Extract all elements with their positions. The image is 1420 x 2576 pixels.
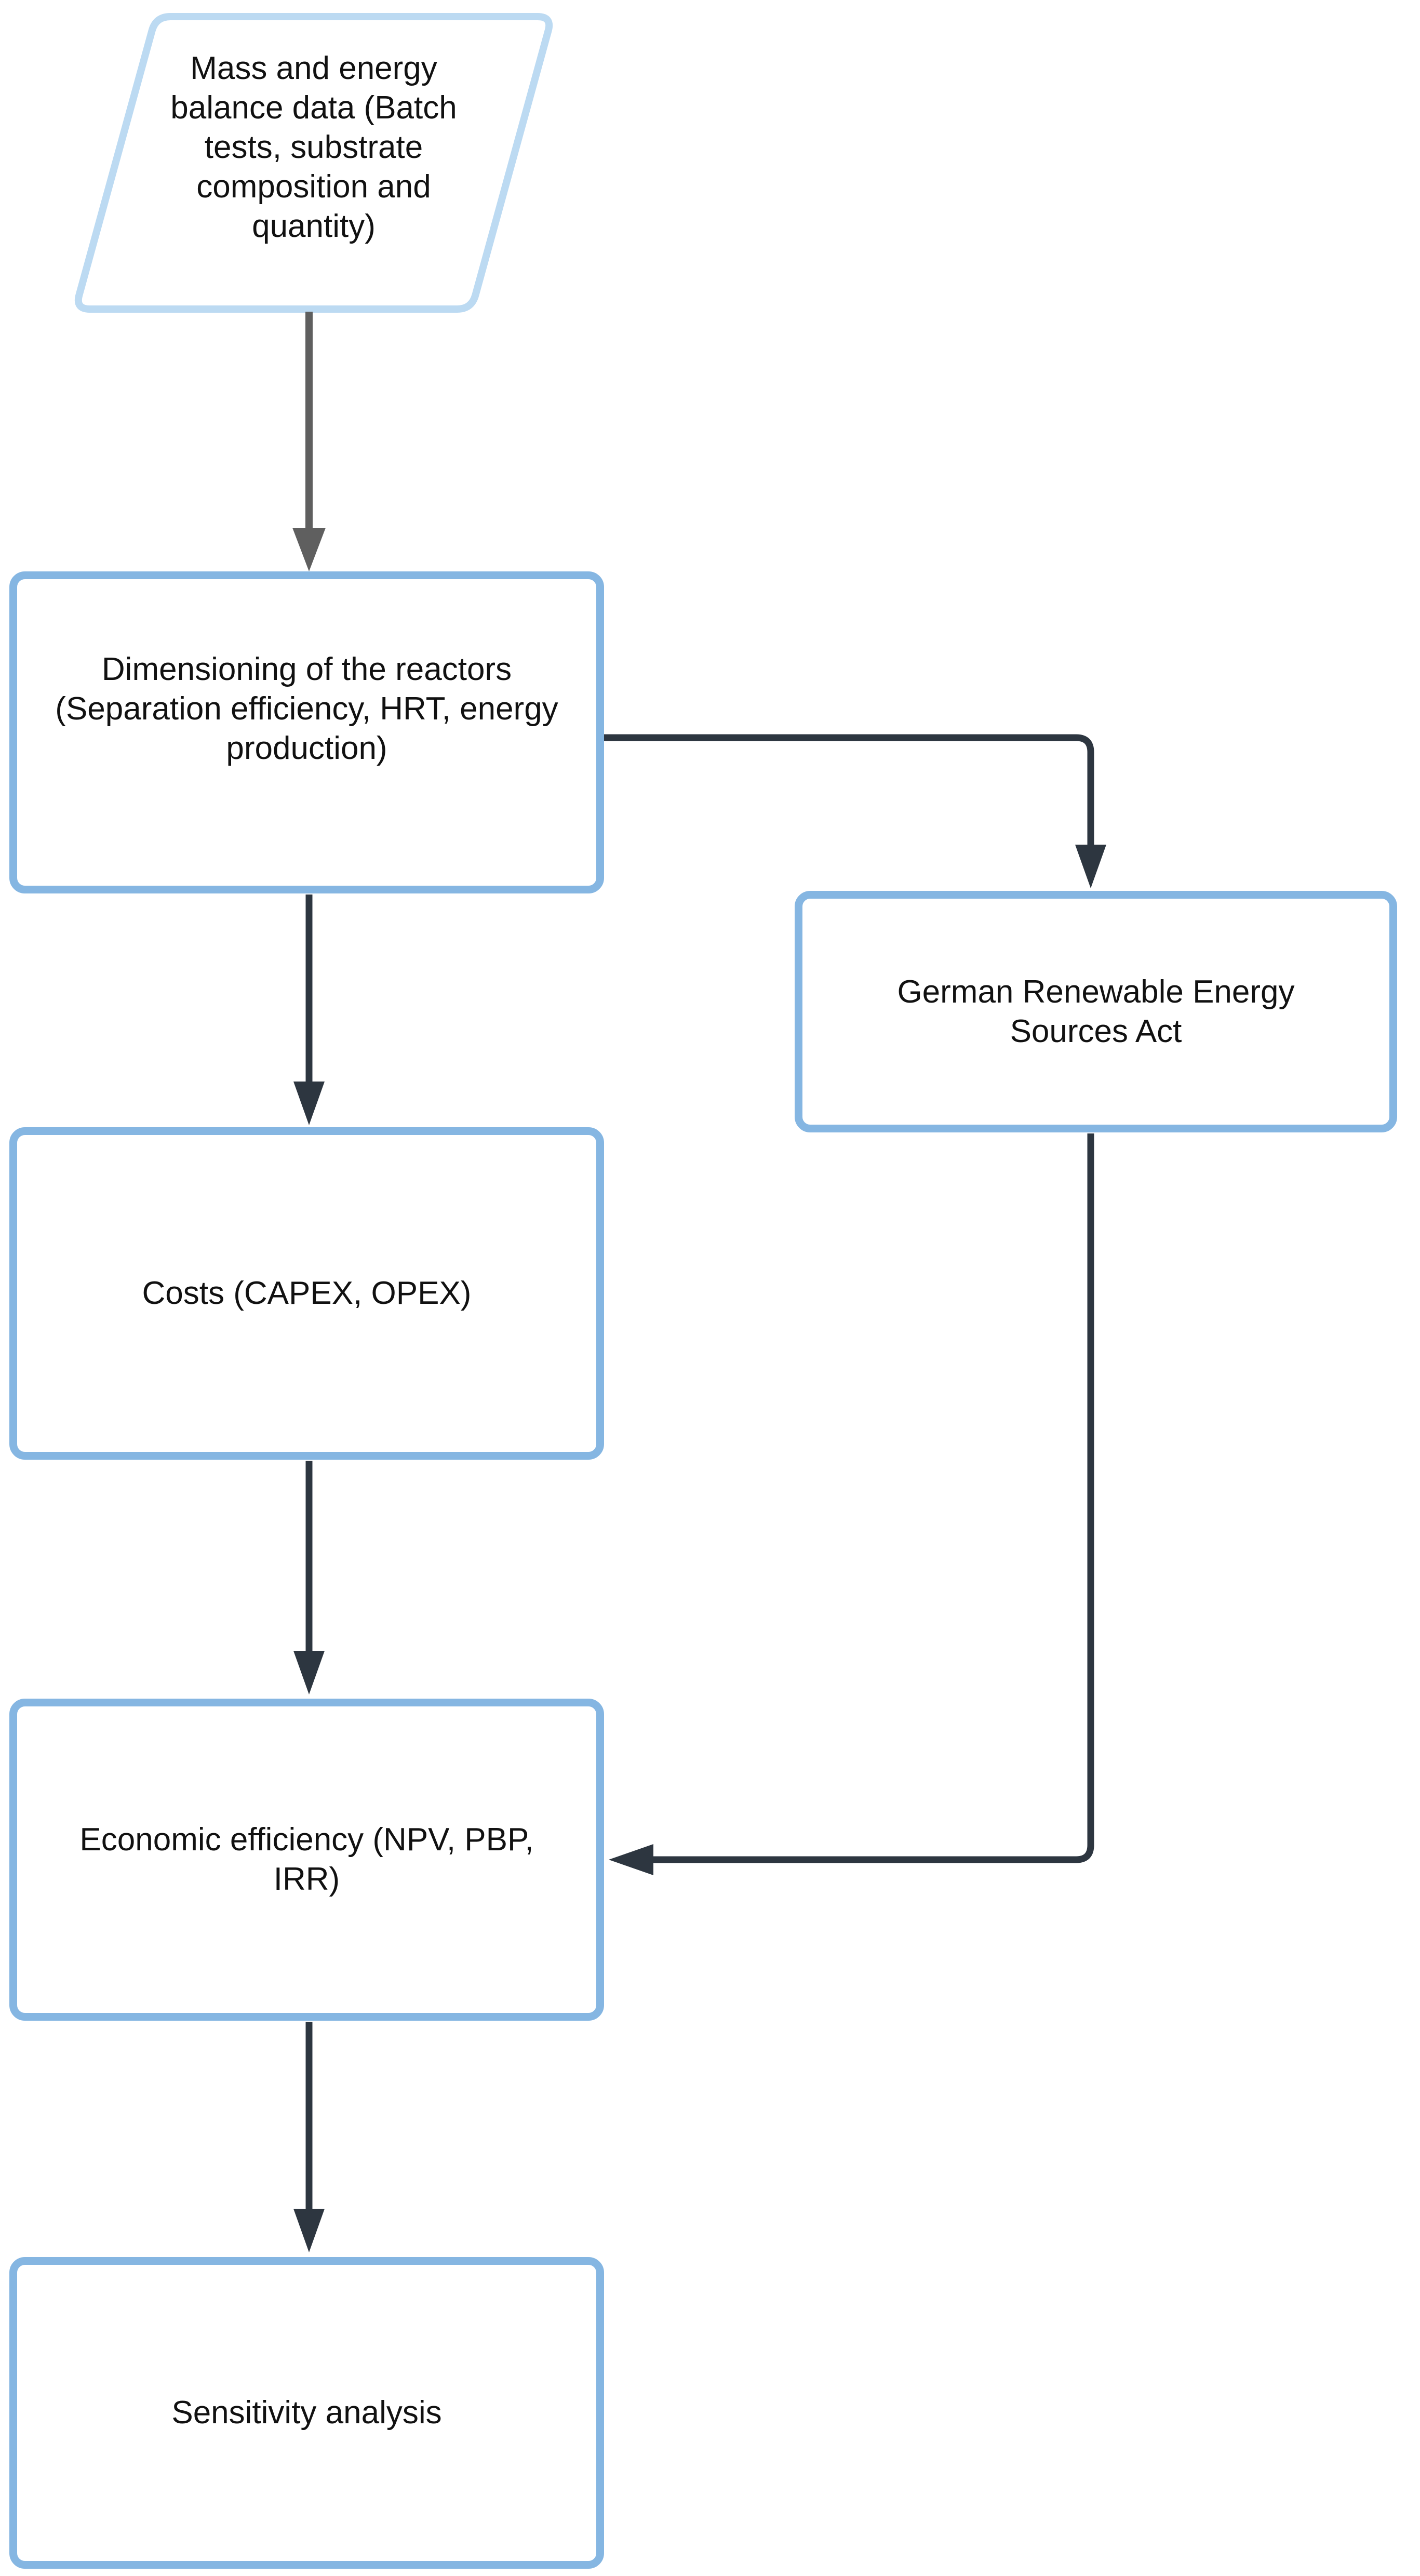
node-mass-energy-data-label: Mass and energy balance data (Batch test… [170,50,457,244]
parallelogram-shape [74,13,553,313]
node-german-act: German Renewable Energy Sources Act [795,891,1397,1132]
edge-massdata-to-dimensioning [292,312,326,571]
edge-costs-to-economic [293,1461,325,1694]
node-german-act-label: German Renewable Energy Sources Act [897,973,1295,1049]
edge-german-to-economic [609,1133,1094,1875]
node-dimensioning-label: Dimensioning of the reactors (Separation… [55,651,558,766]
node-economic-efficiency-label: Economic efficiency (NPV, PBP, IRR) [79,1822,534,1897]
arrowhead-down-icon [293,1082,325,1125]
arrowhead-down-icon [1075,845,1106,888]
node-sensitivity: Sensitivity analysis [9,2257,604,2569]
node-economic-efficiency: Economic efficiency (NPV, PBP, IRR) [9,1699,604,2021]
node-sensitivity-label: Sensitivity analysis [171,2395,442,2431]
arrowhead-down-icon [293,1651,325,1694]
node-costs-label: Costs (CAPEX, OPEX) [142,1275,472,1311]
edge-economic-to-sensitivity [293,2022,325,2252]
edge-dimensioning-to-german [604,734,1106,888]
node-costs: Costs (CAPEX, OPEX) [9,1127,604,1460]
arrowhead-left-icon [609,1844,653,1875]
node-dimensioning: Dimensioning of the reactors (Separation… [9,571,604,893]
arrowhead-down-icon [293,2209,325,2252]
arrowhead-down-icon [292,528,326,571]
edge-dimensioning-to-costs [293,895,325,1125]
node-mass-energy-data: Mass and energy balance data (Batch test… [75,17,552,309]
